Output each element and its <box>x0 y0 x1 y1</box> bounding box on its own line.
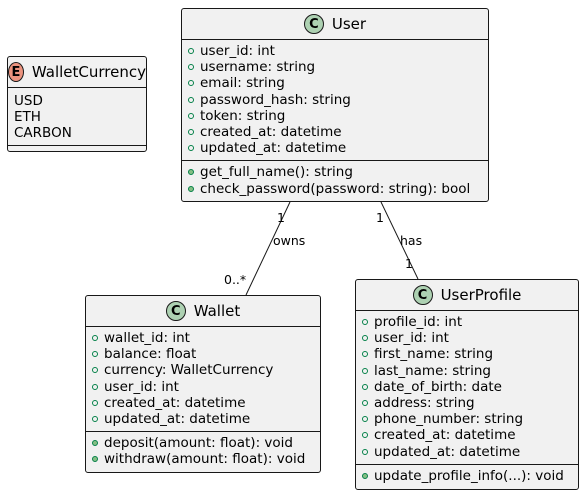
class-header: C User <box>182 9 488 39</box>
field-row: created_at: datetime <box>92 395 320 411</box>
field-row: user_id: int <box>92 379 320 395</box>
field-row: wallet_id: int <box>92 330 320 346</box>
field-row: updated_at: datetime <box>188 140 488 156</box>
class-methods: deposit(amount: float): void withdraw(am… <box>86 431 320 471</box>
method-row: check_password(password: string): bool <box>188 181 488 197</box>
public-method-icon <box>92 456 98 463</box>
public-visibility-icon <box>188 112 194 119</box>
public-visibility-icon <box>362 432 368 439</box>
public-visibility-icon <box>92 383 98 390</box>
class-fields: profile_id: int user_id: int first_name:… <box>356 310 578 464</box>
public-visibility-icon <box>362 448 368 455</box>
enum-value: ETH <box>14 109 41 125</box>
class-methods: get_full_name(): string check_password(p… <box>182 160 488 200</box>
public-visibility-icon <box>92 416 98 423</box>
public-method-icon <box>188 169 194 176</box>
public-visibility-icon <box>92 399 98 406</box>
field-row: password_hash: string <box>188 92 488 108</box>
class-name: Wallet <box>193 302 241 320</box>
class-badge: C <box>412 285 433 305</box>
class-badge: C <box>303 14 324 34</box>
method-row: update_profile_info(...): void <box>362 468 578 484</box>
enum-header: E WalletCurrency <box>8 57 146 87</box>
public-visibility-icon <box>362 383 368 390</box>
class-user-profile: C UserProfile profile_id: int user_id: i… <box>355 279 579 490</box>
field-row: profile_id: int <box>362 314 578 330</box>
method-row: deposit(amount: float): void <box>92 435 320 451</box>
field-row: token: string <box>188 108 488 124</box>
field-row: address: string <box>362 395 578 411</box>
method-row: withdraw(amount: float): void <box>92 451 320 467</box>
field-row: email: string <box>188 75 488 91</box>
class-header: C UserProfile <box>356 280 578 310</box>
field-row: user_id: int <box>188 43 488 59</box>
public-visibility-icon <box>188 80 194 87</box>
class-name: User <box>331 15 367 33</box>
owns-source-multiplicity: 1 <box>277 210 285 225</box>
public-visibility-icon <box>362 400 368 407</box>
has-relation-label: has <box>400 233 423 248</box>
public-visibility-icon <box>92 335 98 342</box>
class-wallet: C Wallet wallet_id: int balance: float c… <box>85 295 321 473</box>
class-badge: C <box>165 301 186 321</box>
method-row: get_full_name(): string <box>188 164 488 180</box>
class-methods: update_profile_info(...): void <box>356 463 578 488</box>
class-fields: wallet_id: int balance: float currency: … <box>86 326 320 431</box>
enum-wallet-currency: E WalletCurrency USD ETH CARBON <box>7 56 147 152</box>
public-visibility-icon <box>362 335 368 342</box>
field-row: date_of_birth: date <box>362 379 578 395</box>
public-method-icon <box>362 472 368 479</box>
public-visibility-icon <box>188 48 194 55</box>
public-visibility-icon <box>188 64 194 71</box>
public-method-icon <box>188 185 194 192</box>
field-row: currency: WalletCurrency <box>92 362 320 378</box>
field-row: last_name: string <box>362 363 578 379</box>
enum-methods-divider <box>8 145 146 146</box>
enum-name: WalletCurrency <box>31 63 146 81</box>
has-source-multiplicity: 1 <box>376 210 384 225</box>
class-header: C Wallet <box>86 296 320 326</box>
owns-relation-line <box>245 201 291 296</box>
public-visibility-icon <box>92 367 98 374</box>
field-row: created_at: datetime <box>188 124 488 140</box>
field-row: username: string <box>188 59 488 75</box>
class-fields: user_id: int username: string email: str… <box>182 39 488 160</box>
class-user: C User user_id: int username: string ema… <box>181 8 489 202</box>
public-visibility-icon <box>362 367 368 374</box>
has-target-multiplicity: 1 <box>405 256 413 271</box>
enum-value: USD <box>14 93 43 109</box>
public-visibility-icon <box>188 145 194 152</box>
public-visibility-icon <box>362 416 368 423</box>
enum-value: CARBON <box>14 125 72 141</box>
has-relation-line <box>380 201 419 280</box>
field-row: phone_number: string <box>362 411 578 427</box>
public-method-icon <box>92 440 98 447</box>
enum-values: USD ETH CARBON <box>8 87 146 141</box>
field-row: user_id: int <box>362 330 578 346</box>
public-visibility-icon <box>362 351 368 358</box>
class-name: UserProfile <box>440 286 522 304</box>
field-row: created_at: datetime <box>362 427 578 443</box>
field-row: updated_at: datetime <box>362 444 578 460</box>
public-visibility-icon <box>188 96 194 103</box>
owns-relation-label: owns <box>273 233 306 248</box>
public-visibility-icon <box>92 351 98 358</box>
public-visibility-icon <box>188 129 194 136</box>
field-row: updated_at: datetime <box>92 411 320 427</box>
field-row: first_name: string <box>362 346 578 362</box>
field-row: balance: float <box>92 346 320 362</box>
owns-target-multiplicity: 0..* <box>224 272 247 287</box>
enum-badge: E <box>8 62 24 82</box>
public-visibility-icon <box>362 319 368 326</box>
